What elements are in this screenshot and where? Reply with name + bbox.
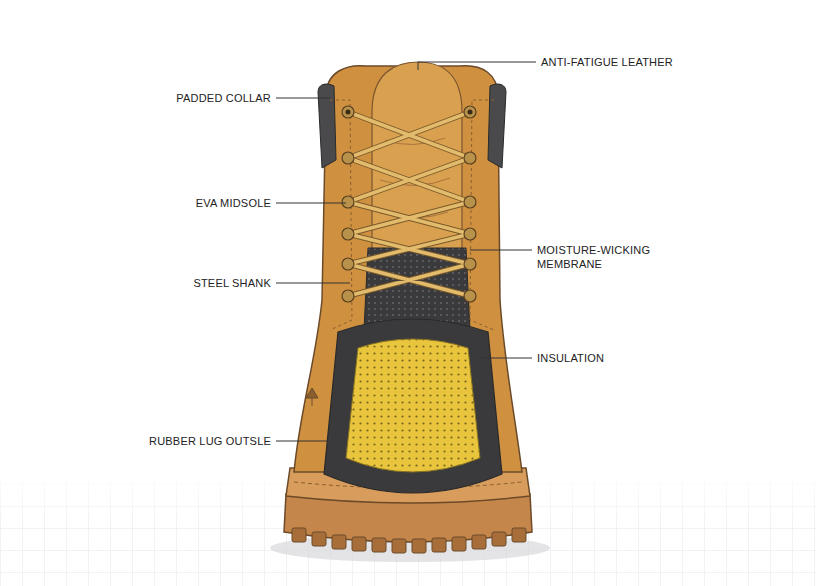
laces xyxy=(348,112,470,296)
part-label: INSULATION xyxy=(537,351,604,365)
part-label: ANTI-FATIGUE LEATHER xyxy=(541,55,673,69)
eyelet-holes xyxy=(346,110,473,115)
part-label: RUBBER LUG OUTSLE xyxy=(149,434,271,448)
part-label: EVA MIDSOLE xyxy=(196,196,271,210)
part-label: PADDED COLLAR xyxy=(176,91,271,105)
eyelets xyxy=(342,106,476,302)
part-label: MOISTURE-WICKING MEMBRANE xyxy=(537,243,662,271)
leader-lines xyxy=(276,62,536,441)
cutaway xyxy=(324,319,502,493)
part-label: STEEL SHANK xyxy=(193,276,271,290)
